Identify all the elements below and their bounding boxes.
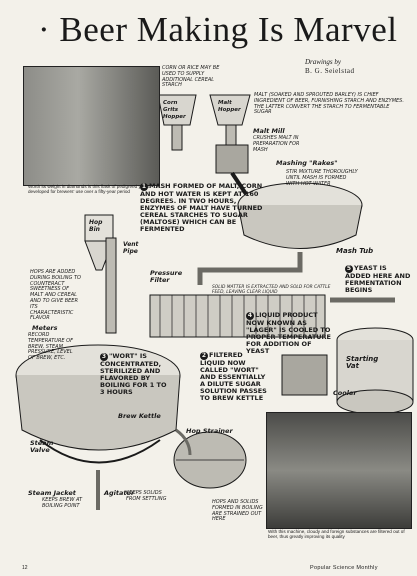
- rakes-text: Stir mixture thoroughly until mash is fo…: [286, 169, 358, 187]
- cooler-shape: [281, 354, 328, 396]
- hop-bin-label: Hop Bin: [89, 219, 103, 233]
- byline-artist: B. G. Seielstad: [305, 67, 355, 75]
- filter-room-photo: [266, 412, 412, 529]
- malt-mill-text: Crushes malt in preparation for mash: [253, 135, 300, 153]
- chemist-photo-caption: Worth its weight in diamonds is this fla…: [28, 184, 150, 195]
- brew-kettle-label: Brew Kettle: [118, 412, 161, 420]
- hop-strainer-label: Hop Strainer: [186, 427, 233, 435]
- malt-hopper-label: Malt Hopper: [218, 100, 241, 113]
- step-5-number: 5: [345, 265, 353, 273]
- page-number: 12: [22, 565, 28, 571]
- malt-mill-title: Malt Mill: [253, 127, 285, 135]
- starting-vat-label: Starting Vat: [346, 355, 379, 370]
- hops-note: Hops are added during boiling to counter…: [30, 269, 81, 322]
- mash-tub-label: Mash Tub: [336, 247, 374, 255]
- step-4: 4Liquid product now known as "lager" is …: [246, 311, 332, 356]
- solid-matter-note: Solid matter is extracted and sold for c…: [212, 285, 331, 296]
- step-1-number: 1: [140, 183, 148, 191]
- meters-text: Record temperature of brew, steam pressu…: [28, 332, 73, 362]
- pressure-filter-label: Pressure Filter: [150, 269, 183, 284]
- meters-title: Meters: [32, 324, 58, 332]
- chemist-photo: [23, 66, 160, 186]
- step-2-text: Filtered liquid now called "wort" and es…: [200, 351, 267, 403]
- steam-jacket-title: Steam Jacket: [28, 489, 76, 497]
- steam-valve-label: Steam Valve: [30, 439, 54, 454]
- corn-note: Corn or rice may be used to supply addit…: [162, 65, 220, 89]
- filter-room-photo-caption: With this machine, cloudy and foreign su…: [268, 529, 405, 540]
- step-1: 1Mash formed of malt, corn and hot water…: [140, 182, 265, 234]
- step-4-number: 4: [246, 312, 254, 320]
- article-title: · Beer Making Is Marvel: [38, 10, 398, 49]
- pressure-filter-shape: [149, 294, 326, 338]
- step-1-text: Mash formed of malt, corn and hot water …: [140, 182, 263, 234]
- corn-grits-hopper-label: Corn Grits Hopper: [163, 100, 186, 120]
- cooler-label: Cooler: [333, 389, 357, 397]
- vent-pipe-shape: [105, 237, 117, 334]
- agitator-text: Keeps solids from settling: [126, 490, 167, 502]
- corn-grits-hopper-shape: [157, 94, 197, 126]
- step-3-number: 3: [100, 353, 108, 361]
- step-3-text: "Wort" is concentrated, sterilized and f…: [100, 352, 167, 397]
- rakes-title: Mashing "Rakes": [276, 159, 338, 167]
- step-2: 2Filtered liquid now called "wort" and e…: [200, 351, 268, 403]
- hops-solids-note: Hops and solids formed in boiling are st…: [212, 499, 263, 523]
- step-3: 3"Wort" is concentrated, sterilized and …: [100, 352, 172, 397]
- steam-jacket-text: Keeps brew at boiling point: [42, 497, 83, 509]
- step-4-text: Liquid product now known as "lager" is c…: [246, 311, 332, 356]
- malt-mill-shape: [215, 144, 249, 174]
- vent-pipe-label: Vent Pipe: [123, 241, 139, 255]
- step-5-text: Yeast is added here and fermentation beg…: [345, 264, 411, 295]
- step-5: 5Yeast is added here and fermentation be…: [345, 264, 411, 295]
- malt-hopper-shape: [209, 94, 251, 126]
- hop-bin-shape: [84, 214, 114, 242]
- byline-label: Drawings by: [305, 58, 341, 66]
- magazine-name: Popular Science Monthly: [310, 565, 378, 571]
- step-2-number: 2: [200, 352, 208, 360]
- agitator-title: Agitator: [104, 489, 135, 497]
- malt-note: Malt (soaked and sprouted barley) is chi…: [254, 92, 404, 116]
